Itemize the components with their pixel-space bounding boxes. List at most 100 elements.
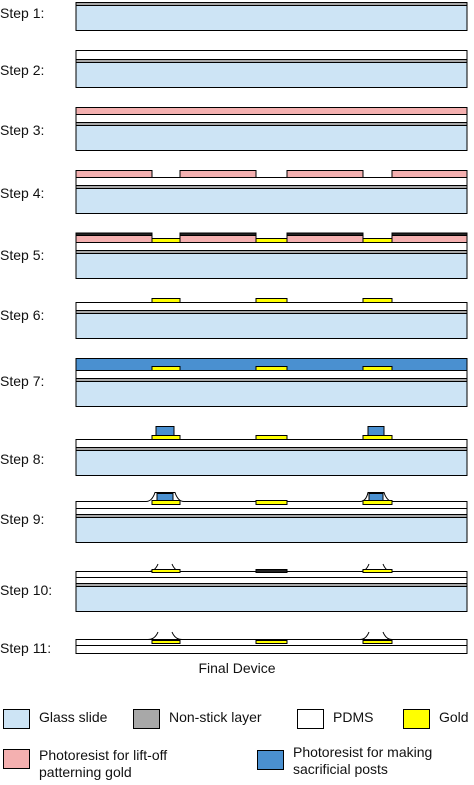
step-6-label: Step 6: (0, 307, 45, 323)
step-8-stack (75, 426, 468, 476)
sacrificial-post (155, 426, 175, 436)
photoresist-liftoff-segment (75, 235, 153, 243)
pdms-layer (75, 439, 468, 448)
gold-pad (151, 569, 181, 573)
glass-layer (75, 381, 468, 407)
glass-layer (75, 450, 468, 476)
gold-pad (151, 238, 181, 243)
pdms-layer (75, 177, 468, 186)
pdms-layer (75, 302, 468, 311)
legend-gold: Gold (403, 709, 469, 729)
glass-layer (75, 253, 468, 279)
pdms-layer (75, 370, 468, 379)
gold-pad (362, 298, 393, 303)
sacrificial-post (156, 493, 174, 501)
step-1-label: Step 1: (0, 5, 45, 21)
legend-label-nonstick: Non-stick layer (169, 709, 262, 725)
gold-pad (151, 640, 181, 644)
pdms-layer (75, 577, 468, 584)
legend-glass-slide: Glass slide (3, 709, 107, 729)
pdms-layer (75, 508, 468, 515)
legend-swatch-photoresist-liftoff (3, 749, 30, 769)
step-11-stack (75, 631, 468, 654)
second-pdms-layer (76, 631, 467, 640)
glass-layer (75, 313, 468, 339)
step-4-stack (75, 170, 468, 214)
fabrication-diagram (75, 2, 468, 654)
photoresist-liftoff-layer (75, 107, 468, 115)
final-device-caption: Final Device (198, 660, 276, 676)
glass-layer (75, 5, 468, 31)
step-3-stack (75, 107, 468, 151)
step-10-stack (75, 563, 468, 612)
legend-photoresist-liftoff: Photoresist for lift-off patterning gold (3, 747, 229, 781)
gold-pad (362, 238, 393, 243)
step-11-label: Step 11: (0, 640, 52, 656)
glass-layer (75, 62, 468, 88)
step-9-stack (75, 492, 468, 543)
photoresist-liftoff-segment (75, 170, 153, 178)
gold-on-resist (179, 232, 257, 236)
step-9-label: Step 9: (0, 511, 45, 527)
legend-swatch-gold (403, 709, 430, 729)
photoresist-liftoff-segment (179, 170, 257, 178)
photoresist-liftoff-segment (391, 235, 468, 243)
gold-pad (362, 569, 393, 573)
step-10-label: Step 10: (0, 582, 53, 598)
pdms-layer (75, 114, 468, 123)
legend-swatch-photoresist-posts (257, 750, 284, 770)
legend-pdms: PDMS (297, 709, 373, 729)
legend-swatch-pdms (297, 709, 324, 729)
gold-pad (151, 298, 181, 303)
step-7-stack (75, 358, 468, 407)
sacrificial-post (367, 426, 385, 436)
step-6-stack (75, 298, 468, 339)
pdms-layer (75, 242, 468, 251)
legend-label-gold: Gold (439, 709, 469, 725)
gold-pad (255, 569, 288, 573)
glass-layer (75, 586, 468, 612)
gold-pad (151, 366, 181, 371)
legend-swatch-nonstick (133, 709, 160, 729)
gold-pad (255, 238, 288, 243)
pdms-layer (75, 645, 468, 654)
gold-pad (151, 500, 181, 505)
legend-label-photoresist-liftoff: Photoresist for lift-off patterning gold (39, 747, 168, 780)
photoresist-liftoff-segment (286, 235, 364, 243)
step-1-stack (75, 2, 468, 31)
legend-label-pdms: PDMS (333, 709, 374, 725)
gold-pad (362, 640, 393, 644)
gold-pad (362, 500, 393, 505)
glass-layer (75, 188, 468, 214)
legend-nonstick-layer: Non-stick layer (133, 709, 262, 729)
step-2-stack (75, 50, 468, 88)
gold-pad (255, 640, 288, 644)
pdms-layer (75, 50, 468, 60)
step-7-label: Step 7: (0, 373, 45, 389)
photoresist-liftoff-segment (286, 170, 364, 178)
step-5-stack (75, 232, 468, 279)
legend-swatch-glass (3, 709, 30, 729)
gold-pad (255, 435, 288, 440)
gold-on-resist (75, 232, 153, 236)
photoresist-liftoff-segment (179, 235, 257, 243)
gold-pad (255, 500, 288, 505)
gold-on-resist (391, 232, 468, 236)
legend-photoresist-posts: Photoresist for making sacrificial posts (257, 744, 473, 778)
step-4-label: Step 4: (0, 185, 45, 201)
gold-pad (151, 435, 181, 440)
legend-label-glass: Glass slide (39, 709, 108, 725)
gold-pad (255, 298, 288, 303)
step-8-label: Step 8: (0, 451, 45, 467)
legend-label-photoresist-posts: Photoresist for making sacrificial posts (293, 744, 433, 777)
step-3-label: Step 3: (0, 122, 45, 138)
gold-pad (255, 366, 288, 371)
nonstick-layer (75, 2, 468, 6)
glass-layer (75, 517, 468, 543)
gold-pad (362, 366, 393, 371)
step-2-label: Step 2: (0, 62, 45, 78)
photoresist-liftoff-segment (391, 170, 468, 178)
gold-pad (362, 435, 393, 440)
sacrificial-post (368, 493, 384, 501)
step-5-label: Step 5: (0, 247, 45, 263)
